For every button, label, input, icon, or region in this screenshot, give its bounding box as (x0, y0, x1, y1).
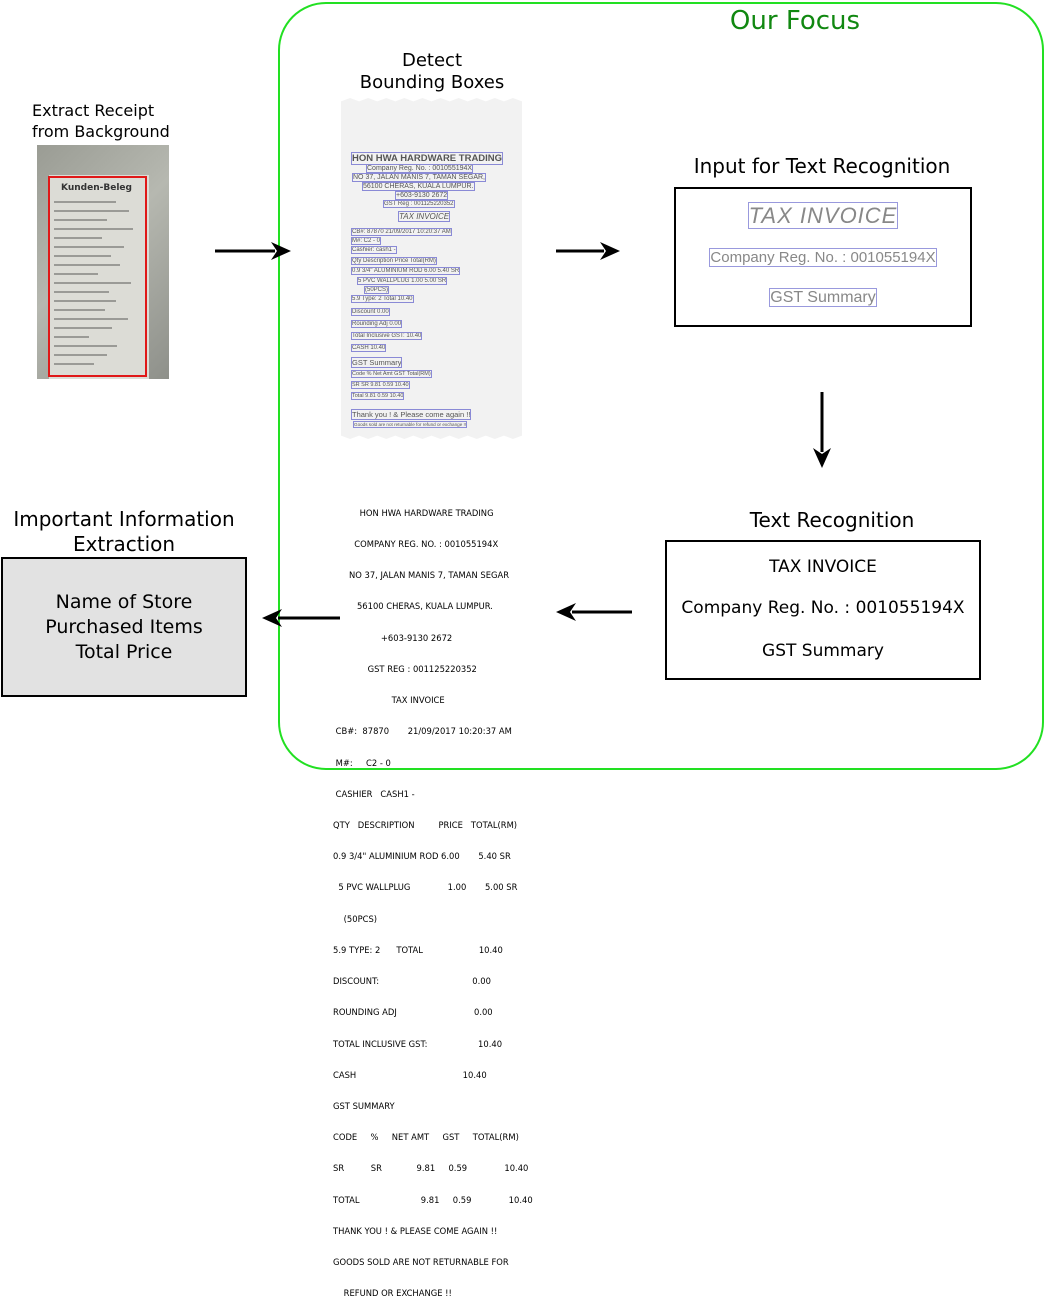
ocr-line: QTY DESCRIPTION PRICE TOTAL(RM) (333, 820, 518, 830)
ocr-line: 0.9 3/4" ALUMINIUM ROD 6.00 5.40 SR (333, 851, 511, 862)
receipt-line: M#: C2 - 0 (350, 237, 382, 245)
ocr-line: ROUNDING ADJ 0.00 (333, 1007, 493, 1018)
ocr-line: CB#: 87870 21/09/2017 10:20:37 AM (333, 726, 512, 737)
extraction-item: Name of Store (55, 590, 193, 613)
ocr-line: DISCOUNT: 0.00 (333, 976, 491, 987)
receipt-line: Total Inclusive GST: 10.40 (350, 332, 423, 340)
focus-region (278, 2, 1044, 770)
step-detect-line-2: Bounding Boxes (359, 72, 505, 93)
step-detect-line-1: Detect (401, 50, 463, 71)
ocr-line: GOODS SOLD ARE NOT RETURNABLE FOR (333, 1257, 509, 1268)
receipt-photo-paper: Kunden-Beleg (49, 175, 149, 379)
step-important-info-line-2: Extraction (72, 532, 176, 556)
receipt-crop-box (48, 176, 147, 377)
ocr-line: 5 PVC WALLPLUG 1.00 5.00 SR (333, 882, 518, 893)
ocr-line: CODE % NET AMT GST TOTAL(RM) (333, 1132, 519, 1143)
receipt-line: TAX INVOICE (397, 211, 451, 222)
step-extract-receipt-line-2: from Background (32, 122, 170, 141)
ocr-line: NO 37, JALAN MANIS 7, TAMAN SEGAR (333, 570, 510, 581)
crop-image: GST Summary (769, 288, 877, 307)
receipt-line: 56100 CHERAS, KUALA LUMPUR. (362, 182, 475, 191)
receipt-line: Goods sold are not returnable for refund… (352, 421, 468, 428)
step-extract-receipt-line-1: Extract Receipt (32, 101, 155, 120)
ocr-line: COMPANY REG. NO. : 001055194X (333, 539, 499, 550)
ocr-output-text: HON HWA HARDWARE TRADING COMPANY REG. NO… (333, 487, 543, 1309)
receipt-line: CASH 10.40 (350, 344, 387, 352)
step-important-info-line-1: Important Information (13, 507, 235, 531)
receipt-line: Code % Net Amt GST Total(RM) (351, 370, 432, 378)
receipt-photo-text-lines (54, 201, 142, 372)
arrow-right-icon (556, 242, 620, 260)
arrow-left-icon (556, 603, 632, 621)
receipt-line: Qty Description Price Total(RM) (351, 257, 437, 265)
receipt-line: NO 37, JALAN MANIS 7, TAMAN SEGAR, (352, 173, 486, 182)
ocr-line: GST REG : 001125220352 (333, 663, 477, 674)
recognized-line: GST Summary (762, 641, 884, 661)
ocr-line: (50PCS) (333, 913, 378, 924)
ocr-line: M#: C2 - 0 (333, 757, 391, 768)
crop-image: Company Reg. No. : 001055194X (709, 248, 937, 267)
receipt-line: +603-9130 2672 (394, 191, 449, 200)
ocr-line: 5.9 TYPE: 2 TOTAL 10.40 (333, 944, 503, 955)
ocr-line: TOTAL 9.81 0.59 10.40 (333, 1194, 533, 1205)
receipt-photo-title: Kunden-Beleg (61, 183, 132, 193)
ocr-line: 56100 CHERAS, KUALA LUMPUR. (333, 601, 493, 612)
receipt-line: HON HWA HARDWARE TRADING (350, 152, 504, 165)
receipt-line: GST Summary (350, 357, 403, 368)
crop-image: TAX INVOICE (747, 202, 899, 229)
receipt-line: Rounding Adj 0.00 (350, 320, 403, 328)
receipt-line: Company Reg. No. : 001055194X (365, 164, 474, 173)
step-extract-receipt-label: Extract Receipt from Background (32, 100, 170, 142)
focus-title: Our Focus (729, 6, 861, 36)
receipt-line: Thank you ! & Please come again !! (350, 409, 472, 420)
receipt-line: 5 PVC WALLPLUG 1.00 5.00 SR (356, 277, 448, 285)
receipt-line: SR SR 9.81 0.59 10.40 (351, 381, 410, 389)
ocr-line: THANK YOU ! & PLEASE COME AGAIN !! (333, 1225, 498, 1236)
ocr-line: TAX INVOICE (333, 695, 445, 706)
ocr-line: CASH 10.40 (333, 1069, 487, 1080)
ocr-line: HON HWA HARDWARE TRADING (333, 507, 494, 518)
ocr-line: CASHIER CASH1 - (333, 788, 415, 799)
recognized-line: TAX INVOICE (769, 557, 877, 577)
receipt-with-bounding-boxes: HON HWA HARDWARE TRADING Company Reg. No… (341, 98, 522, 439)
extraction-item: Purchased Items (45, 615, 203, 638)
recognized-text-box: TAX INVOICE Company Reg. No. : 001055194… (665, 540, 981, 680)
receipt-line: CB#: 87870 21/09/2017 10:20:37 AM (351, 228, 452, 236)
step-detect-label: Detect Bounding Boxes (352, 50, 512, 94)
receipt-line: Discount 0.00 (351, 308, 390, 316)
step-text-recognition-label: Text Recognition (749, 508, 915, 532)
recognized-line: Company Reg. No. : 001055194X (681, 598, 965, 618)
receipt-line: (50PCS) (363, 286, 390, 294)
ocr-line: REFUND OR EXCHANGE !! (333, 1288, 452, 1299)
step-important-info-label: Important Information Extraction (0, 507, 248, 557)
arrow-down-icon (813, 392, 831, 468)
arrow-right-icon (215, 242, 291, 260)
receipt-line: Total 9.81 0.59 10.40 (350, 392, 405, 400)
ocr-line: SR SR 9.81 0.59 10.40 (333, 1163, 529, 1174)
extraction-item: Total Price (75, 640, 173, 663)
receipt-photo: Kunden-Beleg (37, 145, 169, 379)
receipt-line: 0.9 3/4" ALUMINIUM ROD 6.00 5.40 SR (350, 267, 461, 275)
ocr-line: GST SUMMARY (333, 1100, 395, 1111)
arrow-left-icon (262, 609, 340, 627)
cropped-text-regions-box: TAX INVOICE Company Reg. No. : 001055194… (674, 187, 972, 327)
step-input-recognition-label: Input for Text Recognition (693, 154, 951, 178)
receipt-line: GST Reg : 001125220352 (383, 200, 455, 208)
extraction-result-box: Name of Store Purchased Items Total Pric… (1, 557, 247, 697)
ocr-line: TOTAL INCLUSIVE GST: 10.40 (333, 1038, 503, 1049)
ocr-line: +603-9130 2672 (333, 632, 453, 643)
receipt-line: Cashier: cash1 - (351, 246, 397, 254)
receipt-line: 5.9 Type: 2 Total 10.40 (351, 295, 414, 303)
